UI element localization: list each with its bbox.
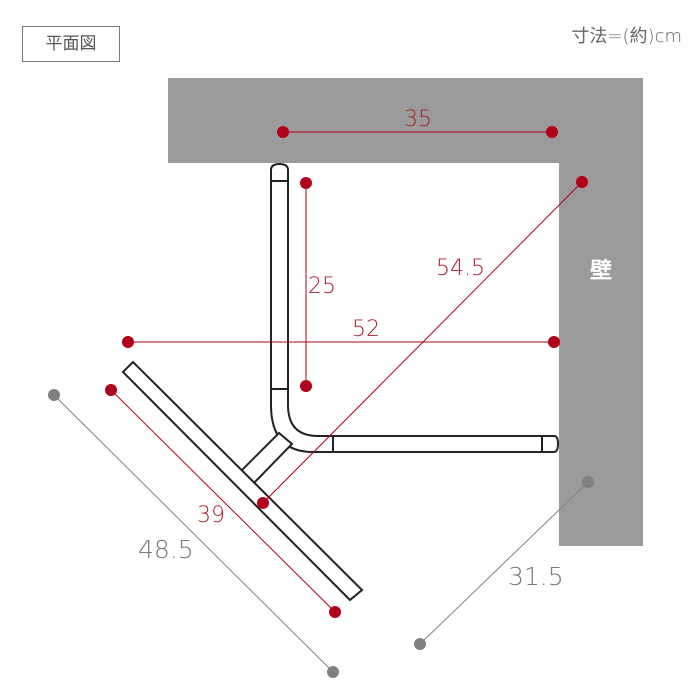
unit-note: 寸法=(約)cm: [571, 26, 682, 47]
dim-25: 25: [308, 274, 336, 299]
dim-line-25-endpoint: [300, 380, 312, 392]
dim-line-39-endpoint: [105, 384, 117, 396]
plan-view-label: 平面図: [22, 26, 120, 62]
dim-line-54-5: [262, 181, 583, 504]
dim-line-48-5-endpoint: [327, 666, 339, 678]
dim-line-39-endpoint: [329, 606, 341, 618]
dim-line-39: [110, 389, 336, 613]
dim-line-48-5: [53, 394, 334, 673]
dim-line-52-endpoint: [548, 336, 560, 348]
dim-31-5: 31.5: [508, 562, 564, 591]
wall: [168, 78, 643, 546]
dim-line-35-endpoint: [546, 126, 558, 138]
wall-label: 壁: [590, 259, 613, 284]
dim-line-25-endpoint: [300, 177, 312, 189]
dim-line-31-5-endpoint: [582, 476, 594, 488]
dim-line-52-endpoint: [122, 336, 134, 348]
dim-line-35-endpoint: [277, 126, 289, 138]
dim-line-31-5: [419, 481, 589, 645]
dim-line-54-5-endpoint: [576, 176, 588, 188]
dim-52: 52: [352, 317, 380, 342]
dim-line-54-5-endpoint: [257, 497, 269, 509]
dim-54-5: 54.5: [436, 256, 485, 281]
rack-frame: [121, 162, 560, 602]
dim-39: 39: [197, 503, 225, 528]
dim-48-5: 48.5: [138, 535, 194, 564]
dim-line-31-5-endpoint: [414, 638, 426, 650]
dimension-lines: [48, 126, 594, 678]
dim-line-48-5-endpoint: [48, 389, 60, 401]
l-pipe: [270, 162, 560, 453]
base-bar: [121, 360, 364, 602]
dim-35: 35: [404, 107, 432, 132]
